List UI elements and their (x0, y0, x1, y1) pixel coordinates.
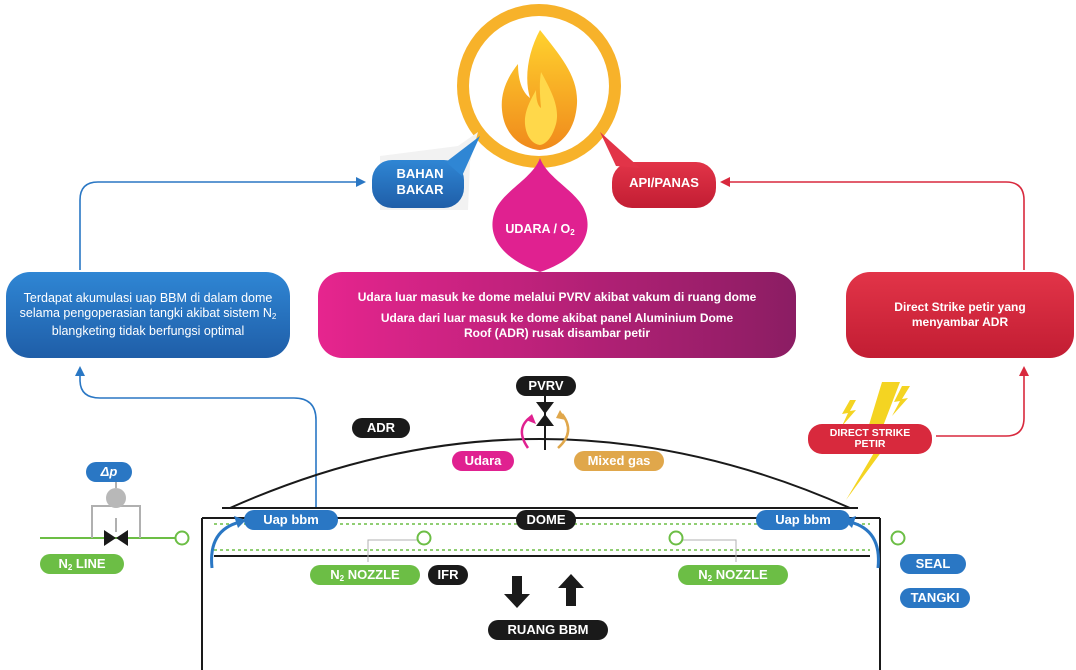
air-cause-text: Udara luar masuk ke dome melalui PVRV ak… (357, 289, 757, 340)
direct-strike-label: DIRECT STRIKE PETIR (808, 424, 932, 454)
fuel-cause-text: Terdapat akumulasi uap BBM di dalam dome… (19, 291, 277, 338)
n2-line-label: N2 LINE (40, 554, 124, 574)
strike-connector (936, 372, 1025, 437)
ruang-bbm-label: RUANG BBM (488, 620, 608, 640)
uap-bbm-left-label: Uap bbm (244, 510, 338, 530)
heat-connector (728, 181, 1025, 270)
heat-bubble (600, 132, 716, 208)
vapor-arrow-left (210, 520, 241, 569)
n2-nozzle-lines (367, 530, 906, 562)
n2-nozzle-left-label: N2 NOZZLE (310, 565, 420, 585)
vapor-arrow-right (849, 520, 880, 569)
pressure-gauge-icon (106, 482, 126, 508)
vapor-connector (79, 372, 317, 508)
fuel-cause-box-bg (6, 272, 290, 358)
oxygen-label: UDARA / O2 (505, 222, 575, 237)
udara-label: Udara (452, 451, 514, 471)
flame-icon (457, 4, 621, 168)
oxygen-drop (492, 158, 588, 272)
tangki-label: TANGKI (900, 588, 970, 608)
air-cause-box-bg (318, 272, 796, 358)
arrow-down-icon (504, 576, 530, 608)
heat-label: API/PANAS (629, 175, 699, 190)
uap-bbm-right-label: Uap bbm (756, 510, 850, 530)
fuel-bubble (372, 132, 480, 210)
heat-cause-box-bg (846, 272, 1074, 358)
n2-line (40, 505, 190, 546)
pvrv-label: PVRV (516, 376, 576, 396)
delta-p-label: Δp (86, 462, 132, 482)
arrow-up-icon (558, 574, 584, 606)
adr-label: ADR (352, 418, 410, 438)
mixed-gas-label: Mixed gas (574, 451, 664, 471)
valve-icon (536, 392, 554, 450)
heat-cause-text: Direct Strike petir yang menyambar ADR (894, 300, 1026, 329)
fuel-connector (79, 181, 358, 270)
n2-nozzle-right-label: N2 NOZZLE (678, 565, 788, 585)
dome-label: DOME (516, 510, 576, 530)
seal-label: SEAL (900, 554, 966, 574)
ifr-label: IFR (428, 565, 468, 585)
